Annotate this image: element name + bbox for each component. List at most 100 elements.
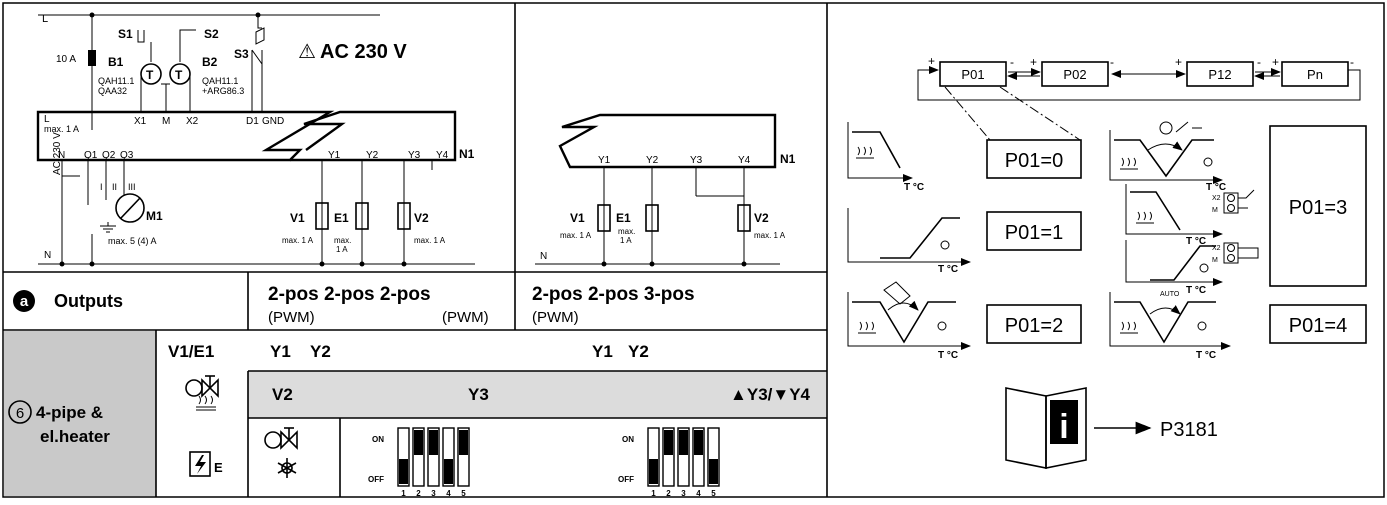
heater-letter: E: [214, 460, 223, 475]
outputs-right-pwm: (PWM): [532, 309, 579, 326]
label-side-voltage: AC 230 V: [52, 132, 63, 175]
label-m1-max: max. 5 (4) A: [108, 236, 157, 246]
terminal-m-y4: Y4: [738, 155, 751, 166]
app-name-cell: [4, 331, 156, 496]
param-p01: P01: [961, 67, 984, 82]
setting-box-p01-4: [1269, 304, 1367, 344]
chain-minus-2: -: [1110, 55, 1114, 69]
terminal-y4: Y4: [436, 150, 449, 161]
label-s3: S3: [234, 47, 249, 61]
label-m-e1-1a: 1 A: [620, 236, 632, 245]
reference-doc: P3181: [1160, 419, 1218, 441]
terminal-q1: Q1: [84, 150, 98, 161]
setting-p01-1: P01=1: [1005, 222, 1063, 244]
param-p02: P02: [1063, 67, 1086, 82]
outputs-left-types: 2-pos 2-pos 2-pos: [268, 284, 431, 305]
setting-box-p01-2: [986, 304, 1082, 344]
terminal-x1: X1: [134, 116, 147, 127]
param-box-p12: [1186, 61, 1254, 87]
outputs-left-pwm-2: (PWM): [442, 309, 489, 326]
wiring-middle: Y1 Y2 Y3 Y4 N1 V1 E1 V2 max. 1 A max. 1 …: [535, 113, 796, 267]
terminal-m-y3: Y3: [690, 155, 703, 166]
valve-v1: [315, 202, 329, 230]
label-supply-n: N: [44, 250, 51, 261]
param-box-pn: [1281, 61, 1349, 87]
setting-box-p01-1: [986, 211, 1082, 251]
controller-body-left: [36, 110, 335, 162]
terminal-m-y2: Y2: [646, 155, 659, 166]
chain-plus-2: +: [1030, 55, 1037, 69]
parameter-panel: P01 P02 P12 Pn + - + - + - + - P01=0 P01…: [847, 54, 1367, 469]
label-voltage: AC 230 V: [320, 41, 407, 63]
controller-body-right: [290, 110, 457, 162]
setting-box-p01-0: [986, 139, 1082, 179]
chain-minus-3: -: [1257, 55, 1261, 69]
dip-left-slot-5: [457, 427, 470, 487]
setting-box-p01-3: [1269, 125, 1367, 287]
label-e1-max: max.: [334, 236, 351, 245]
terminal-block-a: [1223, 192, 1239, 214]
label-x2-a: X2: [1212, 195, 1221, 202]
dip-left-slot-2: [412, 427, 425, 487]
label-s1: S1: [118, 27, 133, 41]
dip-left-knob-1: [399, 459, 408, 484]
valve-heating-icon: [185, 375, 219, 398]
manual-hand-icon: [883, 281, 911, 305]
dip-left-number-2: 2: [416, 489, 421, 498]
chain-plus-3: +: [1175, 55, 1182, 69]
heater-e1: [355, 202, 369, 230]
dip-right-knob-4: [694, 430, 703, 455]
terminal-ii: II: [112, 182, 117, 192]
outputs-badge: [13, 290, 35, 312]
dip-left-off-label: OFF: [368, 475, 384, 484]
label-m-n: N: [540, 251, 547, 262]
heating-coil-icon: [196, 395, 216, 411]
label-v2-max: max. 1 A: [414, 236, 446, 245]
label-v1-max: max. 1 A: [282, 236, 314, 245]
setting-p01-4: P01=4: [1289, 315, 1347, 337]
setting-p01-0: P01=0: [1005, 150, 1063, 172]
label-v1: V1: [290, 211, 305, 225]
valve-v2: [397, 202, 411, 230]
label-m-v1-max: max. 1 A: [560, 231, 592, 240]
dip-right-number-2: 2: [666, 489, 671, 498]
label-b1-desc1: QAH11.1: [98, 76, 134, 86]
dip-right-knob-2: [664, 430, 673, 455]
dip-right-knob-1: [649, 459, 658, 484]
label-m-v2: V2: [754, 211, 769, 225]
dip-left-slot-4: [442, 427, 455, 487]
col-v1e1: V1/E1: [168, 342, 214, 361]
app-name-line2: el.heater: [40, 427, 110, 446]
outputs-label: Outputs: [54, 291, 123, 311]
outputs-right-types: 2-pos 2-pos 3-pos: [532, 284, 695, 305]
label-b1-desc2: QAA32: [98, 86, 127, 96]
mode-graph-p01-1: T °C: [847, 208, 971, 275]
terminal-block-b: [1223, 242, 1239, 264]
dip-right-number-5: 5: [711, 489, 716, 498]
param-box-p01: [939, 61, 1007, 87]
dip-right-slot-2: [662, 427, 675, 487]
dip-right-slot-3: [677, 427, 690, 487]
label-m-n1: N1: [780, 152, 796, 166]
label-m1: M1: [146, 209, 163, 223]
info-letter: i: [1059, 408, 1068, 446]
setting-p01-2: P01=2: [1005, 315, 1063, 337]
dip-left-knob-5: [459, 430, 468, 455]
dip-right-knob-3: [679, 430, 688, 455]
valve-m-v1: [597, 204, 611, 232]
app-name-line1: 4-pipe &: [36, 403, 103, 422]
label-m-b: M: [1212, 257, 1218, 264]
application-table: 6 4-pipe & el.heater V1/E1 Y1 Y2 Y1 Y2 V…: [8, 342, 811, 498]
thermostat-icon: [1159, 121, 1173, 135]
label-m-e1-max: max.: [618, 227, 635, 236]
label-x2-b: X2: [1212, 245, 1221, 252]
dip-left-knob-3: [429, 430, 438, 455]
terminal-iii: III: [128, 182, 136, 192]
label-b2-desc2: +ARG86.3: [202, 86, 244, 96]
dip-right-number-3: 3: [681, 489, 686, 498]
wiring-left: L 10 A AC 230 V S1 S2 T T B1 QAH11.1 QAA…: [36, 12, 475, 267]
